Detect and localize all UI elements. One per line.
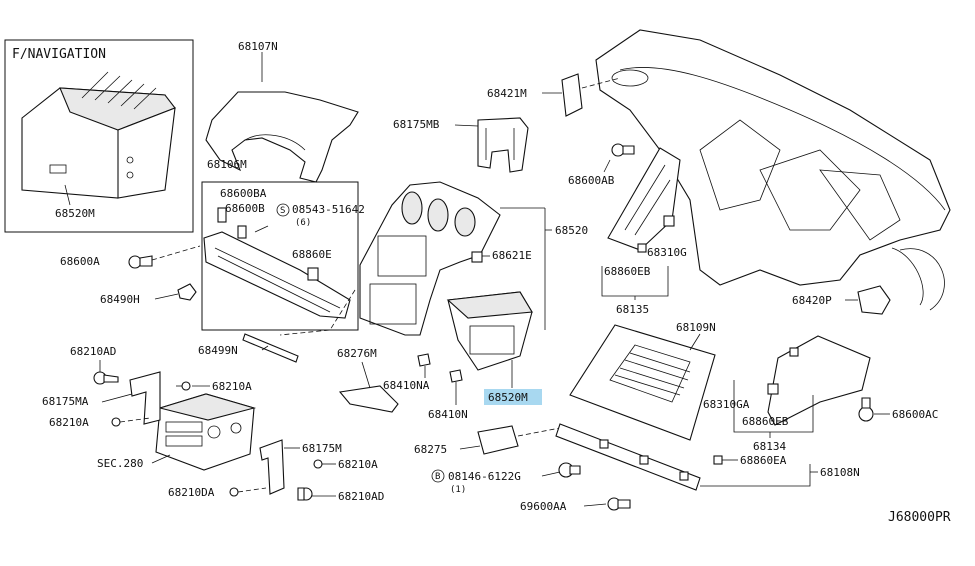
part-68210DA: 68210DA bbox=[168, 486, 267, 499]
part-68175MA: 68175MA bbox=[42, 371, 161, 425]
part-68421M: 68421M bbox=[487, 73, 621, 117]
diagram-code: J68000PR bbox=[888, 510, 951, 525]
label-68210AD-b: 68210AD bbox=[338, 490, 384, 503]
part-68210AD-b: 68210AD bbox=[297, 487, 384, 503]
label-68499N: 68499N bbox=[198, 344, 238, 357]
label-68600AC: 68600AC bbox=[892, 408, 938, 421]
label-08146-mark: B bbox=[435, 472, 440, 482]
label-68600A: 68600A bbox=[60, 255, 100, 268]
label-08543-qty: (6) bbox=[295, 218, 311, 228]
part-68210A-b: 68210A bbox=[49, 416, 151, 429]
inset-navigation: F/NAVIGATION 68520M bbox=[4, 39, 194, 233]
part-68410NA: 68410NA bbox=[383, 353, 431, 392]
label-68421M: 68421M bbox=[487, 87, 527, 100]
part-68210A-a: 68210A bbox=[176, 380, 252, 393]
inset-part-label: 68520M bbox=[55, 207, 95, 220]
label-08146-qty: (1) bbox=[450, 485, 466, 495]
part-68600AB: 68600AB bbox=[568, 143, 635, 187]
part-68210AD-a: 68210AD bbox=[70, 345, 119, 385]
label-68860E: 68860E bbox=[292, 248, 332, 261]
label-68600B: 68600B bbox=[225, 202, 265, 215]
label-08146: 08146-6122G bbox=[448, 470, 521, 483]
part-68420P: 68420P bbox=[792, 285, 891, 315]
label-68420P: 68420P bbox=[792, 294, 832, 307]
part-68134: 68310GA 68860EB 68134 bbox=[703, 335, 871, 453]
label-68135: 68135 bbox=[616, 303, 649, 316]
label-68600BA: 68600BA bbox=[220, 187, 267, 200]
label-68860EB-a: 68860EB bbox=[604, 265, 651, 278]
label-69600AA: 69600AA bbox=[520, 500, 567, 513]
label-08543: 08543-51642 bbox=[292, 203, 365, 216]
label-68107N: 68107N bbox=[238, 40, 278, 53]
label-68106M: 68106M bbox=[207, 158, 247, 171]
part-68275: 68275 bbox=[414, 425, 561, 456]
part-68490H: 68490H bbox=[100, 283, 197, 306]
part-68520: 68520 bbox=[279, 181, 588, 336]
label-68860EA: 68860EA bbox=[740, 454, 787, 467]
label-sec280: SEC.280 bbox=[97, 457, 143, 470]
part-68108N: 68860EA 68108N bbox=[555, 423, 860, 491]
part-68175M: 68175M bbox=[259, 439, 342, 495]
label-68175MA: 68175MA bbox=[42, 395, 89, 408]
part-68276M: 68276M bbox=[337, 347, 399, 413]
part-68210A-c: 68210A bbox=[313, 458, 378, 471]
part-69600AA: 69600AA bbox=[520, 497, 631, 513]
part-68106M: 68106M 68600BA 68600B S 08543-51642 (6) … bbox=[201, 158, 365, 331]
label-68275: 68275 bbox=[414, 443, 447, 456]
label-68210DA: 68210DA bbox=[168, 486, 215, 499]
label-68621E: 68621E bbox=[492, 249, 532, 262]
label-68210A-c: 68210A bbox=[338, 458, 378, 471]
part-68499N: 68499N bbox=[198, 333, 299, 363]
label-68108N: 68108N bbox=[820, 466, 860, 479]
part-68600A: 68600A bbox=[60, 245, 201, 269]
part-68135: 68310G 68860EB 68135 bbox=[601, 147, 687, 316]
part-68175MB: 68175MB bbox=[393, 117, 529, 173]
label-68210AD-a: 68210AD bbox=[70, 345, 116, 358]
part-68600AC: 68600AC bbox=[858, 397, 938, 422]
part-68621E: 68621E bbox=[471, 249, 532, 263]
label-68310G: 68310G bbox=[647, 246, 687, 259]
label-68520M: 68520M bbox=[488, 391, 528, 404]
part-08146: B 08146-6122G (1) bbox=[431, 462, 581, 495]
label-68860EB-b: 68860EB bbox=[742, 415, 789, 428]
label-68310GA: 68310GA bbox=[703, 398, 750, 411]
label-68600AB: 68600AB bbox=[568, 174, 615, 187]
highlight-68520M bbox=[484, 389, 542, 405]
inset-title: F/NAVIGATION bbox=[12, 47, 106, 62]
label-68276M: 68276M bbox=[337, 347, 377, 360]
label-68175MB: 68175MB bbox=[393, 118, 440, 131]
label-68490H: 68490H bbox=[100, 293, 140, 306]
label-68134: 68134 bbox=[753, 440, 786, 453]
label-68210A-b: 68210A bbox=[49, 416, 89, 429]
label-08543-mark: S bbox=[280, 206, 285, 216]
part-68107N: 68107N bbox=[205, 40, 359, 183]
part-68520M: 68520M bbox=[446, 291, 542, 405]
part-sec280: SEC.280 bbox=[97, 393, 257, 471]
label-68410N: 68410N bbox=[428, 408, 468, 421]
label-68109N: 68109N bbox=[676, 321, 716, 334]
part-68109N: 68109N bbox=[569, 321, 716, 441]
label-68410NA: 68410NA bbox=[383, 379, 430, 392]
label-68520: 68520 bbox=[555, 224, 588, 237]
label-68210A-a: 68210A bbox=[212, 380, 252, 393]
part-68410N: 68410N bbox=[428, 369, 468, 421]
label-68175M: 68175M bbox=[302, 442, 342, 455]
